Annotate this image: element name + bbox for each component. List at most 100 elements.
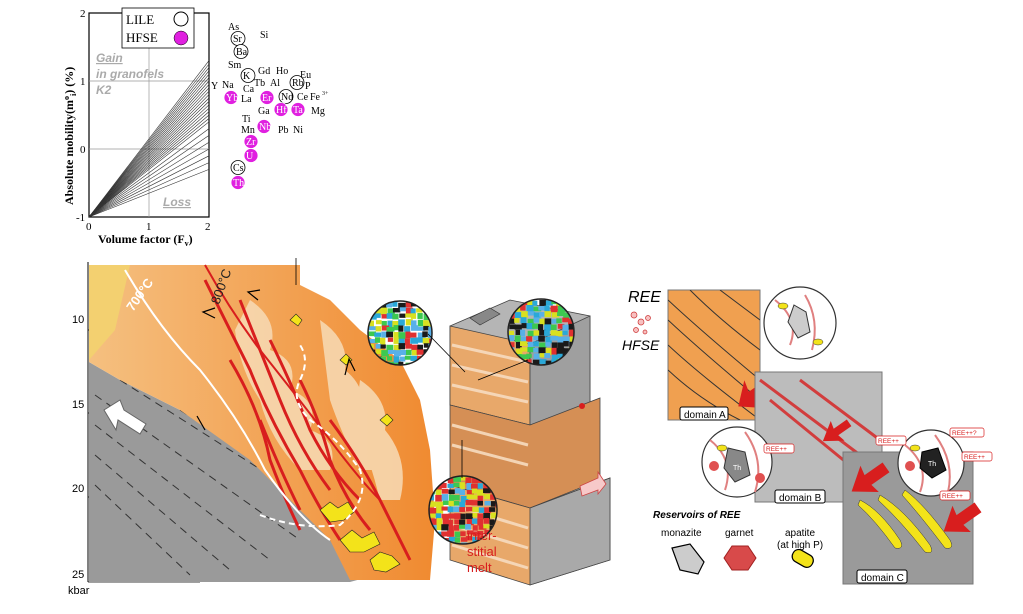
mobility-line-12	[88, 101, 210, 218]
element-label-Ce: Ce	[297, 92, 309, 103]
svg-text:Sm: Sm	[228, 60, 242, 71]
svg-text:Ga: Ga	[258, 106, 270, 117]
x-tick-0: 0	[86, 221, 92, 233]
interstitial-melt-label-2: stitial	[467, 544, 497, 559]
isotherm-800	[204, 264, 381, 501]
element-label-K: K	[240, 68, 256, 83]
reservoir-monazite-label: monazite	[661, 528, 702, 539]
pressure-label-15: 15	[72, 399, 84, 411]
ree-tag-5: REE++	[942, 493, 963, 500]
svg-text:Mg: Mg	[311, 106, 325, 117]
leader-2	[477, 359, 529, 381]
x-axis-label: Volume factor (Fv)	[98, 232, 193, 248]
y-axis-label: Absolute mobility(moi) (%)	[62, 67, 78, 205]
thorium-symbol-c: Th	[928, 461, 936, 468]
monazite-icon	[671, 543, 705, 575]
domain-c-label: domain C	[861, 573, 904, 584]
ree-tag-3: REE++?	[952, 430, 977, 437]
element-label-Ca: Ca	[243, 84, 255, 95]
mobility-line-0	[88, 60, 210, 218]
element-label-Fe: Fe	[310, 92, 321, 103]
reservoirs-title: Reservoirs of REE	[653, 510, 741, 521]
pressure-label-20: 20	[72, 483, 84, 495]
svg-text:Er: Er	[262, 93, 272, 104]
mobility-line-11	[88, 97, 210, 218]
svg-text:Nd: Nd	[281, 92, 293, 103]
mobility-line-7	[88, 84, 210, 218]
yellow-zone	[89, 265, 130, 360]
svg-text:Hf: Hf	[276, 105, 287, 116]
mobility-line-17	[88, 118, 210, 218]
element-label-Ti: Ti	[242, 114, 251, 125]
svg-text:Al: Al	[270, 78, 280, 89]
gain-annotation-k2: K2	[96, 83, 112, 97]
domain-circle-top	[763, 286, 837, 360]
svg-text:La: La	[241, 94, 252, 105]
element-label-Si: Si	[260, 30, 269, 41]
mobility-line-24	[88, 162, 210, 218]
element-label-Eu: Eu	[300, 70, 311, 81]
gain-annotation-sub: in granofels	[96, 67, 164, 81]
hfse-label: HFSE	[622, 337, 660, 353]
interstitial-melt-label-1: inter-	[467, 528, 497, 543]
element-label-Sm: Sm	[228, 60, 242, 71]
domain-circle-b: Th	[701, 426, 773, 498]
element-label-Yb: Yb	[223, 90, 239, 105]
loss-annotation: Loss	[163, 195, 191, 209]
svg-text:Ce: Ce	[297, 92, 309, 103]
mobility-series-lines	[88, 60, 210, 218]
svg-text:Fe: Fe	[310, 92, 321, 103]
svg-text:Zr: Zr	[246, 137, 256, 148]
domain-a-label: domain A	[684, 410, 726, 421]
legend-lile-marker	[173, 11, 189, 27]
domain-c-pods	[857, 489, 952, 553]
melt-vein-3	[228, 359, 302, 531]
subduction-arrow-icon	[103, 399, 147, 435]
melt-veins	[203, 279, 412, 561]
mobility-line-25	[88, 169, 210, 218]
element-label-U: U	[243, 148, 259, 163]
element-label-Gd: Gd	[258, 66, 270, 77]
y-tick-1: 1	[80, 76, 86, 88]
pressure-label-25: 25	[72, 569, 84, 581]
mobility-line-3	[88, 70, 210, 218]
mobility-line-9	[88, 90, 210, 218]
mobility-line-15	[88, 111, 210, 218]
element-label-As: As	[228, 22, 239, 33]
pressure-unit: kbar	[68, 585, 90, 597]
mobility-line-16	[88, 114, 210, 218]
y-tick-neg1: -1	[76, 212, 85, 224]
element-label-Al: Al	[270, 78, 280, 89]
garnet-icon	[723, 545, 757, 571]
svg-text:Nb: Nb	[259, 122, 271, 133]
leader-1	[427, 333, 466, 373]
mobility-line-8	[88, 87, 210, 218]
mobility-line-4	[88, 74, 210, 218]
element-label-Tb: Tb	[254, 78, 265, 89]
melt-front-dashed	[259, 344, 364, 528]
svg-text:Rb: Rb	[292, 78, 304, 89]
x-tick-1: 1	[146, 221, 152, 233]
element-label-Na: Na	[222, 80, 234, 91]
ree-bubbles	[630, 311, 651, 335]
element-label-Ga: Ga	[258, 106, 270, 117]
mobility-line-22	[88, 148, 210, 218]
legend-hfse-label: HFSE	[126, 30, 158, 45]
svg-text:Gd: Gd	[258, 66, 270, 77]
interstitial-melt-label-3: melt	[467, 560, 492, 575]
mobility-line-13	[88, 104, 210, 218]
pressure-label-10: 10	[72, 314, 84, 326]
svg-text:Mn: Mn	[241, 125, 255, 136]
element-label-P: P	[305, 81, 311, 92]
mobility-line-20	[88, 135, 210, 218]
legend-lile-label: LILE	[126, 12, 154, 27]
apatite-icon	[791, 548, 814, 568]
mobility-line-18	[88, 121, 210, 218]
domain-circle-c: Th	[897, 429, 965, 497]
element-label-La: La	[241, 94, 252, 105]
svg-text:Ti: Ti	[242, 114, 251, 125]
gain-annotation: Gain	[96, 51, 123, 65]
domain-panels: REE HFSE domain A domain B	[622, 286, 993, 585]
